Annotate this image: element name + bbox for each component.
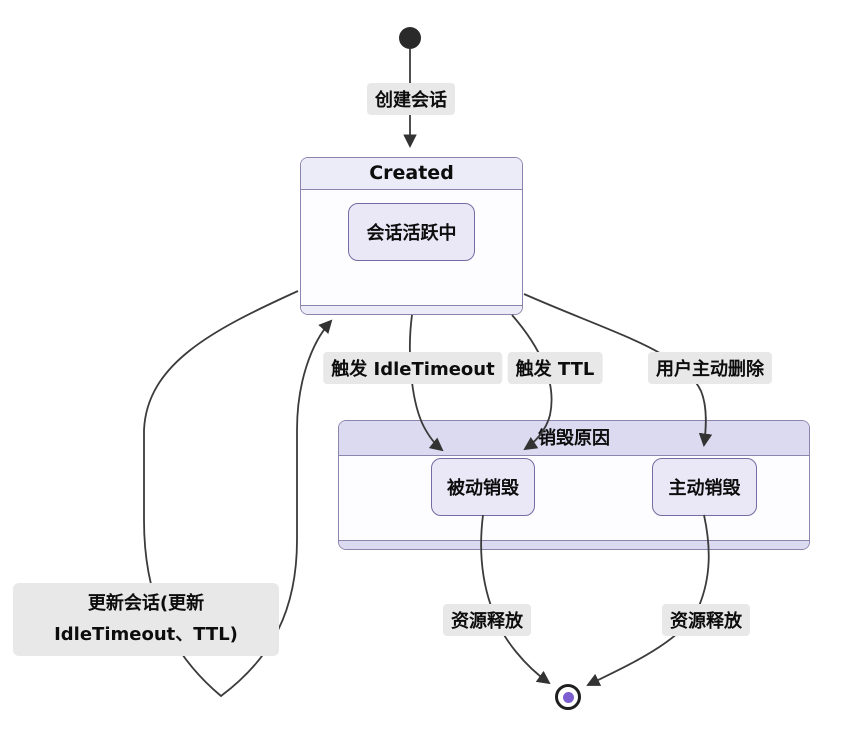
- final-state: [555, 684, 581, 710]
- state-created-footer: [301, 305, 522, 314]
- final-state-inner-dot: [562, 691, 574, 703]
- edge-label-release-left: 资源释放: [443, 604, 531, 636]
- state-active-destroy-label: 主动销毁: [668, 478, 741, 499]
- edge-label-trigger-idletimeout: 触发 IdleTimeout: [323, 352, 503, 384]
- edge-label-release-right: 资源释放: [662, 604, 750, 636]
- edge-label-create-session: 创建会话: [367, 83, 455, 115]
- initial-state-dot: [399, 27, 421, 49]
- state-created-body: 会话活跃中: [301, 190, 522, 305]
- edge-label-user-delete: 用户主动删除: [648, 352, 772, 384]
- state-passive-destroy-label: 被动销毁: [447, 478, 519, 499]
- state-created-title: Created: [301, 158, 522, 190]
- edge-label-trigger-ttl: 触发 TTL: [507, 352, 603, 384]
- edge-label-update-session-line2: IdleTimeout、TTL): [54, 623, 238, 645]
- edge-label-update-session-line1: 更新会话(更新: [87, 593, 205, 614]
- state-session-active-label: 会话活跃中: [366, 223, 457, 244]
- state-destroy-reason-footer: [339, 540, 809, 549]
- state-active-destroy: 主动销毁: [652, 458, 757, 516]
- state-passive-destroy: 被动销毁: [431, 458, 535, 516]
- state-destroy-reason-body: 被动销毁 主动销毁: [339, 456, 809, 540]
- state-destroy-reason-title: 销毁原因: [339, 421, 809, 456]
- state-created: Created 会话活跃中: [300, 157, 523, 315]
- edge-label-update-session: 更新会话(更新 IdleTimeout、TTL): [13, 583, 279, 657]
- state-session-active: 会话活跃中: [348, 203, 475, 261]
- state-destroy-reason: 销毁原因 被动销毁 主动销毁: [338, 420, 810, 550]
